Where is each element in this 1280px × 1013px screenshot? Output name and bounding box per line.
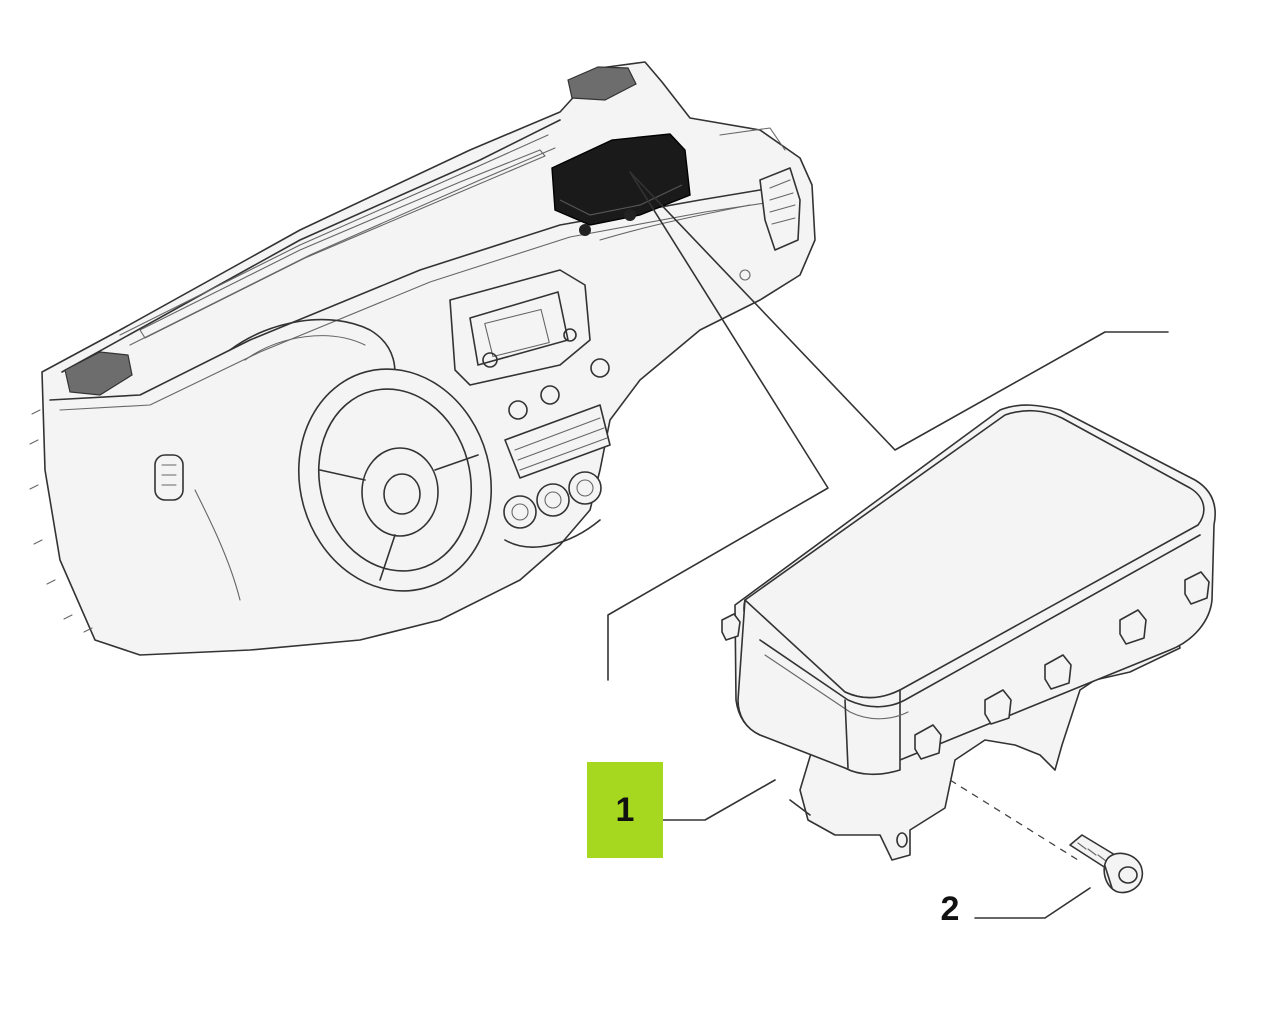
airbag-module-illustration bbox=[721, 404, 1216, 861]
dashboard-illustration bbox=[29, 61, 816, 656]
callout-2-label[interactable]: 2 bbox=[940, 889, 960, 928]
leader-lines bbox=[607, 171, 1169, 919]
callout-1-label[interactable]: 1 bbox=[615, 790, 635, 829]
callout-1-highlight bbox=[587, 762, 663, 858]
bolt-illustration bbox=[1069, 834, 1144, 894]
